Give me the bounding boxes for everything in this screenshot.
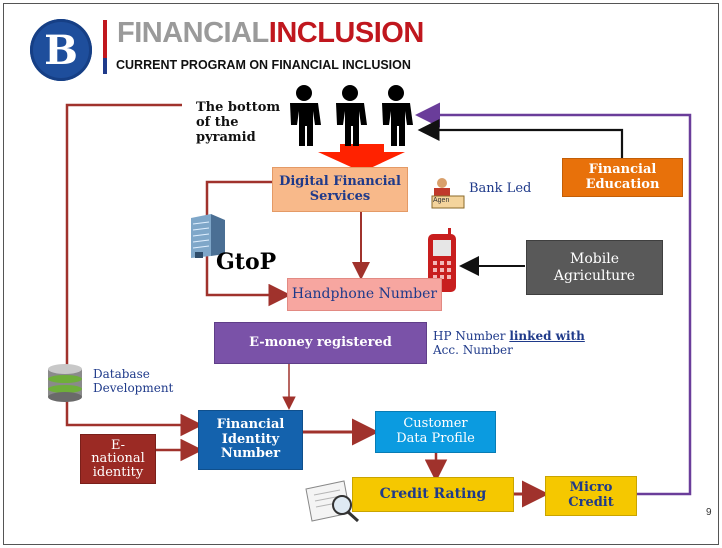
mobile-agriculture-box: Mobile Agriculture <box>526 240 663 295</box>
title-part-inclusion: INCLUSION <box>268 17 425 49</box>
fin-edu-label: Financial Education <box>585 161 660 192</box>
database-label: Database Development <box>93 367 174 395</box>
title-blue-bar <box>103 58 107 74</box>
digital-financial-services-box: Digital Financial Services <box>272 167 408 212</box>
title-part-financial: FINANCIAL <box>117 17 269 49</box>
financial-education-box: Financial Education <box>562 158 683 197</box>
agent-icon <box>431 178 465 209</box>
hp-linked-note: HP Number linked with Acc. Number <box>433 329 585 358</box>
bank-led-label: Bank Led <box>469 181 532 196</box>
customer-data-label: Customer Data Profile <box>396 416 475 446</box>
hp-note-part1: HP Number <box>433 329 506 343</box>
agent-sign: Agen <box>433 197 450 204</box>
mobile-phone-icon <box>428 228 456 292</box>
logo-letter: B <box>44 26 78 74</box>
gtop-label: GtoP <box>216 249 277 275</box>
big-red-arrow-shaft <box>340 144 384 154</box>
credit-rating-label: Credit Rating <box>379 486 487 503</box>
financial-identity-number-box: Financial Identity Number <box>198 410 303 470</box>
title-red-bar <box>103 20 107 64</box>
e-national-label: E-national identity <box>91 437 145 480</box>
pyramid-label: The bottom of the pyramid <box>196 100 281 145</box>
emoney-registered-box: E-money registered <box>214 322 427 364</box>
hp-note-part2: Acc. Number <box>433 342 513 357</box>
micro-credit-box: Micro Credit <box>545 476 637 516</box>
bank-indonesia-logo: B <box>30 19 92 81</box>
customer-data-profile-box: Customer Data Profile <box>375 411 496 453</box>
hp-note-link: linked with <box>509 329 585 343</box>
people-icon <box>290 85 413 146</box>
credit-rating-box: Credit Rating <box>352 477 514 512</box>
big-red-down-arrow <box>318 152 405 172</box>
mobile-agri-label: Mobile Agriculture <box>553 251 636 284</box>
line-pyramid-to-identity <box>65 103 203 437</box>
slide-subtitle: CURRENT PROGRAM ON FINANCIAL INCLUSION <box>116 58 411 72</box>
fin-identity-label: Financial Identity Number <box>216 416 285 462</box>
e-national-identity-box: E-national identity <box>80 434 156 484</box>
handphone-label: Handphone Number <box>291 286 438 303</box>
dfs-label: Digital Financial Services <box>279 173 401 204</box>
building-icon <box>191 214 225 258</box>
emoney-label: E-money registered <box>249 334 392 350</box>
line-micro-to-pyramid <box>415 102 692 496</box>
slide-title: FINANCIALINCLUSION <box>117 17 424 50</box>
micro-credit-label: Micro Credit <box>568 480 614 510</box>
line-education-to-pyramid <box>417 119 624 158</box>
page-number: 9 <box>706 507 712 518</box>
handphone-number-box: Handphone Number <box>287 278 442 311</box>
credit-report-icon <box>305 480 360 523</box>
database-icon <box>48 364 82 402</box>
